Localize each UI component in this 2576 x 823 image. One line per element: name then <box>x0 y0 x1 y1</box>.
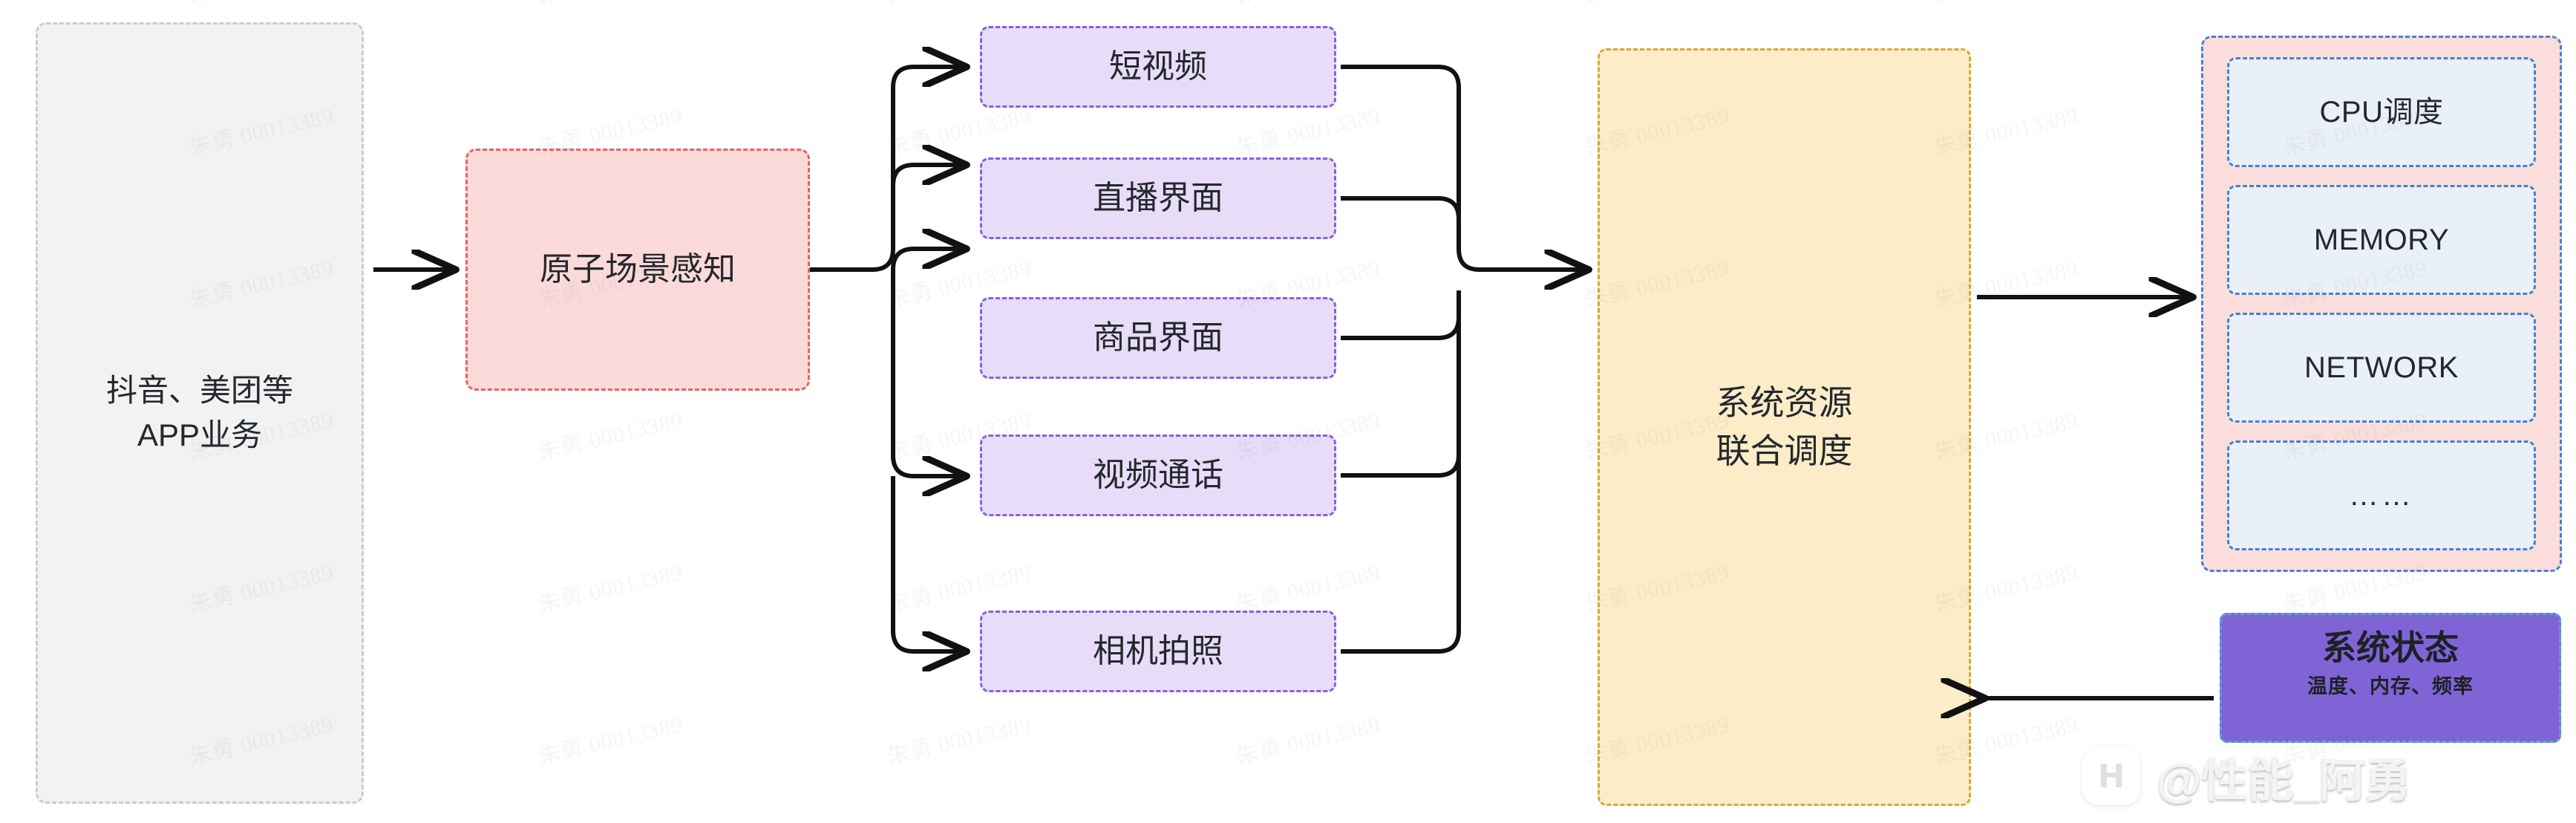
node-app-business-line1: 抖音、美团等 <box>105 373 293 409</box>
connector-scene-to-live <box>891 165 965 186</box>
node-scene-short-video: 短视频 <box>980 26 1336 108</box>
author-credit: H @性能_阿勇 <box>2082 743 2411 810</box>
connector-scene-to-shortvideo <box>810 67 965 272</box>
connector-videocall-to-scheduler <box>1341 290 1461 478</box>
node-scene-video-call-label: 视频通话 <box>1093 456 1223 493</box>
node-resource-memory-label: MEMORY <box>2313 223 2450 256</box>
node-system-state-title: 系统状态 <box>2322 628 2459 667</box>
node-resource-network: NETWORK <box>2227 313 2536 423</box>
node-scene-perception-label: 原子场景感知 <box>540 250 736 287</box>
node-system-resource-scheduler: 系统资源 联合调度 <box>1598 48 1971 806</box>
node-scene-video-call: 视频通话 <box>980 435 1336 516</box>
connector-scene-to-goods <box>891 249 965 270</box>
node-resource-group: CPU调度 MEMORY NETWORK …… <box>2201 36 2562 572</box>
connector-scene-to-videocall <box>891 270 965 476</box>
node-system-resource-scheduler-line2: 联合调度 <box>1716 432 1853 470</box>
huawei-logo-glyph: H <box>2097 757 2125 796</box>
author-handle: @性能_阿勇 <box>2157 755 2411 807</box>
connector-goods-to-scheduler <box>1341 290 1461 340</box>
connector-camera-to-scheduler <box>1341 290 1461 654</box>
node-system-resource-scheduler-line1: 系统资源 <box>1716 383 1853 422</box>
node-resource-cpu: CPU调度 <box>2227 57 2536 167</box>
node-scene-short-video-label: 短视频 <box>1109 48 1207 85</box>
node-scene-camera-capture: 相机拍照 <box>980 611 1336 692</box>
node-scene-goods-ui-label: 商品界面 <box>1093 319 1223 356</box>
node-scene-perception: 原子场景感知 <box>465 149 810 391</box>
node-scene-live-ui: 直播界面 <box>980 157 1336 239</box>
node-app-business-line2: APP业务 <box>137 417 263 452</box>
node-resource-memory: MEMORY <box>2227 185 2536 295</box>
node-resource-network-label: NETWORK <box>2304 351 2459 384</box>
node-scene-live-ui-label: 直播界面 <box>1093 179 1223 216</box>
connector-shortvideo-to-scheduler <box>1341 65 1587 270</box>
node-app-business: 抖音、美团等 APP业务 <box>36 22 364 804</box>
connector-live-to-scheduler <box>1341 196 1461 249</box>
node-scene-camera-capture-label: 相机拍照 <box>1093 632 1223 669</box>
node-resource-cpu-label: CPU调度 <box>2319 95 2444 129</box>
node-resource-more-label: …… <box>2349 478 2414 512</box>
node-resource-more: …… <box>2227 440 2536 550</box>
connector-scene-to-camera <box>891 476 965 651</box>
node-scene-goods-ui: 商品界面 <box>980 297 1336 379</box>
huawei-logo-icon: H <box>2082 747 2140 805</box>
node-system-state: 系统状态 温度、内存、频率 <box>2220 613 2561 743</box>
node-system-state-subtitle: 温度、内存、频率 <box>2307 674 2474 697</box>
